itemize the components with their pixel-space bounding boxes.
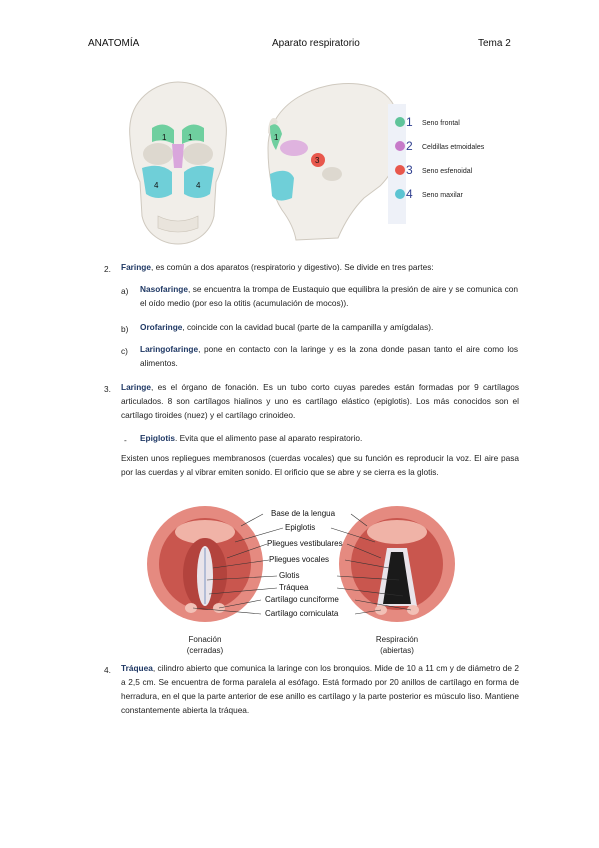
larynx-leader-lines [192, 513, 412, 615]
face-mark-maxillary-right: 4 [196, 181, 201, 190]
item3-body: , es el órgano de fonación. Es un tubo c… [121, 382, 519, 420]
item2-text: Faringe, es común a dos aparatos (respir… [121, 260, 519, 274]
legend-label: Celdillas etmoidales [422, 144, 485, 151]
header-title: Aparato respiratorio [272, 38, 360, 49]
legend-label: Seno esfenoidal [422, 168, 473, 175]
item3-paragraph: Existen unos repliegues membranosos (cue… [121, 453, 519, 477]
legend-label: Seno frontal [422, 120, 460, 127]
face-mark-maxillary-left: 4 [154, 181, 159, 190]
caption-phonation-state: (cerradas) [187, 646, 224, 655]
item2-number: 2. [104, 264, 111, 274]
header-subject: ANATOMÍA [88, 38, 140, 49]
legend-swatch [395, 141, 405, 151]
item4-text: Tráquea, cilindro abierto que comunica l… [121, 661, 519, 717]
caption-respiration-state: (abiertas) [380, 646, 414, 655]
item3-bullet-body: . Evita que el alimento pase al aparato … [175, 433, 363, 443]
larynx-label: Cartílago corniculata [265, 609, 339, 618]
legend-label: Seno maxilar [422, 192, 464, 199]
item3-bullet-dash: - [124, 435, 127, 445]
larynx-label: Glotis [279, 571, 299, 580]
larynx-label: Base de la lengua [271, 509, 336, 518]
item3-number: 3. [104, 384, 111, 394]
legend-number: 2 [406, 139, 413, 153]
item2a-body: , se encuentra la trompa de Eustaquio qu… [140, 284, 518, 308]
side-maxillary-sinus [270, 170, 294, 201]
side-mark-sphenoid: 3 [315, 156, 320, 165]
frontal-sinus-left [152, 124, 174, 144]
item2b-text: Orofaringe, coincide con la cavidad buca… [140, 320, 518, 334]
legend-number: 3 [406, 163, 413, 177]
item2a-term: Nasofaringe [140, 284, 188, 294]
item2c-body: , pone en contacto con la laringe y es l… [140, 344, 518, 368]
item2b-letter: b) [121, 324, 129, 334]
item2b-term: Orofaringe [140, 322, 183, 332]
maxillary-sinus-right [184, 165, 214, 198]
face-mark-frontal-right: 1 [188, 133, 193, 142]
item3-term: Laringe [121, 382, 151, 392]
item3-bullet-text: Epiglotis. Evita que el alimento pase al… [140, 431, 518, 445]
item2a-text: Nasofaringe, se encuentra la trompa de E… [140, 282, 518, 310]
side-skull: 1 3 [267, 83, 401, 241]
item3-text: Laringe, es el órgano de fonación. Es un… [121, 380, 519, 422]
side-mark-frontal: 1 [274, 133, 279, 142]
larynx-label: Tráquea [279, 583, 309, 592]
larynx-phonation-image [147, 506, 263, 622]
caption-respiration: Respiración [376, 635, 418, 644]
item2c-term: Laringofaringe [140, 344, 199, 354]
item4-term: Tráquea [121, 663, 153, 673]
paranasal-sinus-illustration: 1 1 4 4 1 3 1 Seno frontal 2 Celdillas etmo… [129, 81, 485, 245]
larynx-label: Pliegues vocales [269, 555, 329, 564]
maxillary-sinus-left [142, 165, 172, 198]
frontal-sinus-right [182, 124, 204, 144]
caption-phonation: Fonación [189, 635, 222, 644]
item4-body: , cilindro abierto que comunica la larin… [121, 663, 520, 715]
legend-swatch [395, 189, 405, 199]
item2c-letter: c) [121, 346, 128, 356]
larynx-label: Epiglotis [285, 523, 315, 532]
item2b-body: , coincide con la cavidad bucal (parte d… [182, 322, 434, 332]
side-sphenoid-sinus [311, 153, 325, 167]
larynx-label: Cartílago cunciforme [265, 595, 339, 604]
legend-number: 4 [406, 187, 413, 201]
legend-number: 1 [406, 115, 413, 129]
legend-swatch [395, 165, 405, 175]
front-skull: 1 1 4 4 [129, 81, 227, 245]
item2-term: Faringe [121, 262, 151, 272]
side-frontal-sinus [270, 124, 282, 150]
face-mark-frontal-left: 1 [162, 133, 167, 142]
larynx-label: Pliegues vestibulares [267, 539, 343, 548]
item2a-letter: a) [121, 286, 129, 296]
header-topic: Tema 2 [478, 38, 511, 49]
item3-bullet-term: Epiglotis [140, 433, 176, 443]
item4-number: 4. [104, 665, 111, 675]
item2c-text: Laringofaringe, pone en contacto con la … [140, 342, 518, 370]
legend-swatch [395, 117, 405, 127]
larynx-respiration-image [339, 506, 455, 622]
item2-body: , es común a dos aparatos (respiratorio … [150, 262, 434, 272]
